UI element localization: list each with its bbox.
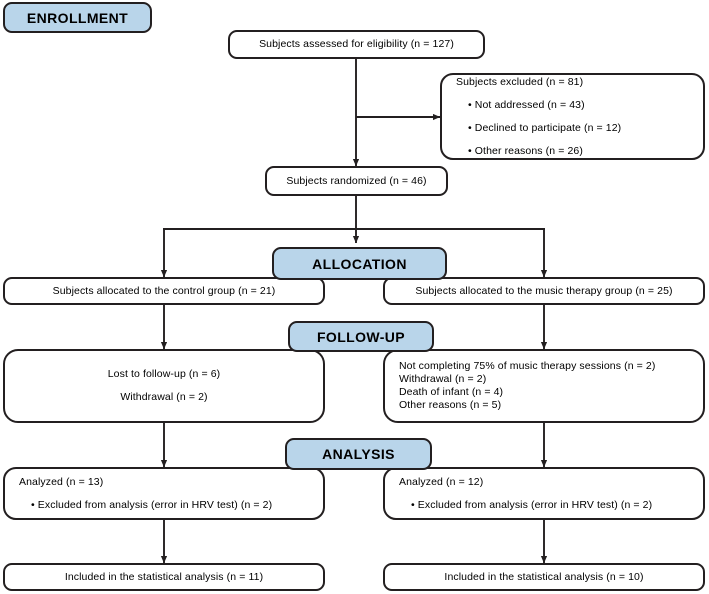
- node-line: Death of infant (n = 4): [399, 386, 504, 398]
- node-line: Subjects excluded (n = 81): [456, 75, 584, 88]
- node-line: Included in the statistical analysis (n …: [64, 570, 264, 583]
- node-line: Withdrawal (n = 2): [120, 391, 208, 403]
- node-line: Subjects assessed for eligibility (n = 1…: [259, 38, 454, 50]
- node-line-bullet: • Excluded from analysis (error in HRV t…: [411, 498, 653, 511]
- stage-badge-followup: FOLLOW-UP: [288, 321, 434, 352]
- node-line-bullet: • Declined to participate (n = 12): [468, 121, 622, 134]
- node-included-statistical-analysis-control: Included in the statistical analysis (n …: [3, 563, 325, 591]
- node-line: Subjects allocated to the music therapy …: [415, 284, 673, 297]
- stage-label-allocation: ALLOCATION: [312, 255, 407, 272]
- node-line: Analyzed (n = 12): [399, 475, 484, 488]
- node-subjects-excluded: Subjects excluded (n = 81) • Not address…: [440, 73, 705, 160]
- node-line: Subjects randomized (n = 46): [286, 174, 427, 187]
- node-subjects-assessed-for-eligibility: Subjects assessed for eligibility (n = 1…: [228, 30, 485, 59]
- node-line-bullet: • Not addressed (n = 43): [468, 98, 585, 111]
- node-followup-music-therapy-group: Not completing 75% of music therapy sess…: [383, 349, 705, 423]
- node-line: Other reasons (n = 5): [399, 399, 502, 411]
- stage-badge-allocation: ALLOCATION: [272, 247, 447, 280]
- node-subjects-randomized: Subjects randomized (n = 46): [265, 166, 448, 196]
- stage-label-analysis: ANALYSIS: [322, 446, 395, 462]
- stage-label-enrollment: ENROLLMENT: [26, 9, 129, 26]
- node-line: Not completing 75% of music therapy sess…: [399, 360, 656, 372]
- stage-label-followup: FOLLOW-UP: [316, 328, 406, 345]
- node-line: Lost to follow-up (n = 6): [107, 368, 221, 380]
- node-line-bullet: • Excluded from analysis (error in HRV t…: [31, 498, 273, 511]
- node-analyzed-music-therapy-group: Analyzed (n = 12) • Excluded from analys…: [383, 467, 705, 520]
- stage-badge-analysis: ANALYSIS: [285, 438, 432, 470]
- node-line: Analyzed (n = 13): [19, 475, 104, 488]
- stage-badge-enrollment: ENROLLMENT: [3, 2, 152, 33]
- node-allocated-control-group: Subjects allocated to the control group …: [3, 277, 325, 305]
- node-followup-control-group: Lost to follow-up (n = 6) Withdrawal (n …: [3, 349, 325, 423]
- node-line-bullet: • Other reasons (n = 26): [468, 144, 583, 157]
- node-included-statistical-analysis-music: Included in the statistical analysis (n …: [383, 563, 705, 591]
- node-line: Included in the statistical analysis (n …: [444, 570, 644, 583]
- node-analyzed-control-group: Analyzed (n = 13) • Excluded from analys…: [3, 467, 325, 520]
- node-line: Subjects allocated to the control group …: [52, 284, 276, 297]
- node-allocated-music-therapy-group: Subjects allocated to the music therapy …: [383, 277, 705, 305]
- node-line: Withdrawal (n = 2): [399, 373, 487, 385]
